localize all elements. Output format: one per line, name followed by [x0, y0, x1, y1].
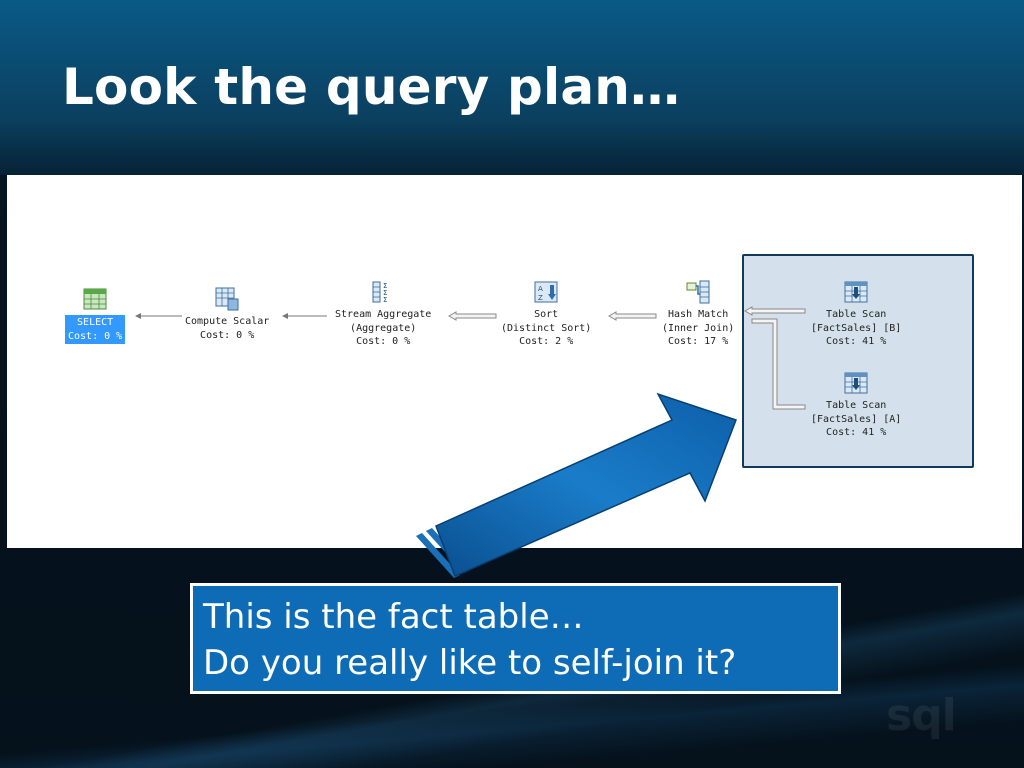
node-aggregate-subtitle: (Aggregate) [350, 322, 417, 334]
node-scan-a-cost: Cost: 41 % [826, 427, 887, 438]
plan-node-table-scan-a[interactable]: Table Scan [FactSales] [A] Cost: 41 % [811, 371, 901, 440]
callout-line-2: Do you really like to self-join it? [203, 643, 737, 683]
table-scan-icon [844, 281, 868, 303]
table-scan-icon [844, 372, 868, 394]
brand-logo: sql [886, 690, 957, 741]
svg-text:A: A [538, 285, 543, 293]
plan-node-hash-match[interactable]: Hash Match (Inner Join) Cost: 17 % [662, 280, 734, 349]
callout-line-1: This is the fact table… [203, 597, 584, 637]
compute-scalar-icon [215, 287, 239, 311]
connector-sort-to-aggregate [447, 311, 497, 321]
node-sort-cost: Cost: 2 % [519, 336, 574, 347]
svg-text:Σ: Σ [383, 282, 387, 290]
plan-node-stream-aggregate[interactable]: Σ Σ Σ Stream Aggregate (Aggregate) Cost:… [335, 280, 431, 349]
node-scan-a-title: Table Scan [826, 400, 887, 411]
slide-title: Look the query plan… [62, 58, 681, 116]
node-scan-b-cost: Cost: 41 % [826, 336, 887, 347]
connector-scanb-to-hash [743, 306, 806, 316]
svg-text:Z: Z [538, 294, 543, 302]
pointer-arrow-icon [416, 392, 737, 578]
node-aggregate-cost: Cost: 0 % [356, 336, 411, 347]
callout-box: This is the fact table… Do you really li… [190, 583, 841, 694]
plan-node-table-scan-b[interactable]: Table Scan [FactSales] [B] Cost: 41 % [811, 280, 901, 349]
node-scan-a-subtitle: [FactSales] [A] [811, 413, 902, 425]
stream-aggregate-icon: Σ Σ Σ [372, 281, 388, 304]
hash-match-icon [686, 280, 710, 304]
node-hash-subtitle: (Inner Join) [662, 322, 735, 334]
node-compute-title: Compute Scalar [185, 316, 270, 327]
plan-node-select[interactable]: SELECT Cost: 0 % [65, 287, 126, 344]
node-aggregate-title: Stream Aggregate [335, 309, 432, 320]
node-hash-cost: Cost: 17 % [668, 336, 729, 347]
node-select-title: SELECT [77, 317, 114, 328]
select-grid-icon [83, 288, 107, 310]
connector-hash-to-sort [607, 311, 657, 321]
plan-connectors [135, 306, 806, 410]
node-scan-b-subtitle: [FactSales] [B] [811, 322, 902, 334]
query-plan-canvas: SELECT Cost: 0 % Compute Scalar Cost: 0 … [7, 175, 1022, 548]
svg-text:Σ: Σ [383, 289, 387, 297]
svg-text:Σ: Σ [383, 296, 387, 304]
sort-icon: A Z [534, 281, 558, 303]
node-sort-title: Sort [534, 309, 559, 320]
connector-scana-to-hash [751, 318, 806, 410]
node-select-cost: Cost: 0 % [68, 330, 123, 342]
node-sort-subtitle: (Distinct Sort) [501, 322, 592, 334]
plan-node-sort[interactable]: A Z Sort (Distinct Sort) Cost: 2 % [501, 280, 591, 349]
node-hash-title: Hash Match [668, 309, 729, 320]
plan-node-compute-scalar[interactable]: Compute Scalar Cost: 0 % [185, 287, 269, 342]
node-scan-b-title: Table Scan [826, 309, 887, 320]
node-compute-cost: Cost: 0 % [200, 329, 255, 341]
